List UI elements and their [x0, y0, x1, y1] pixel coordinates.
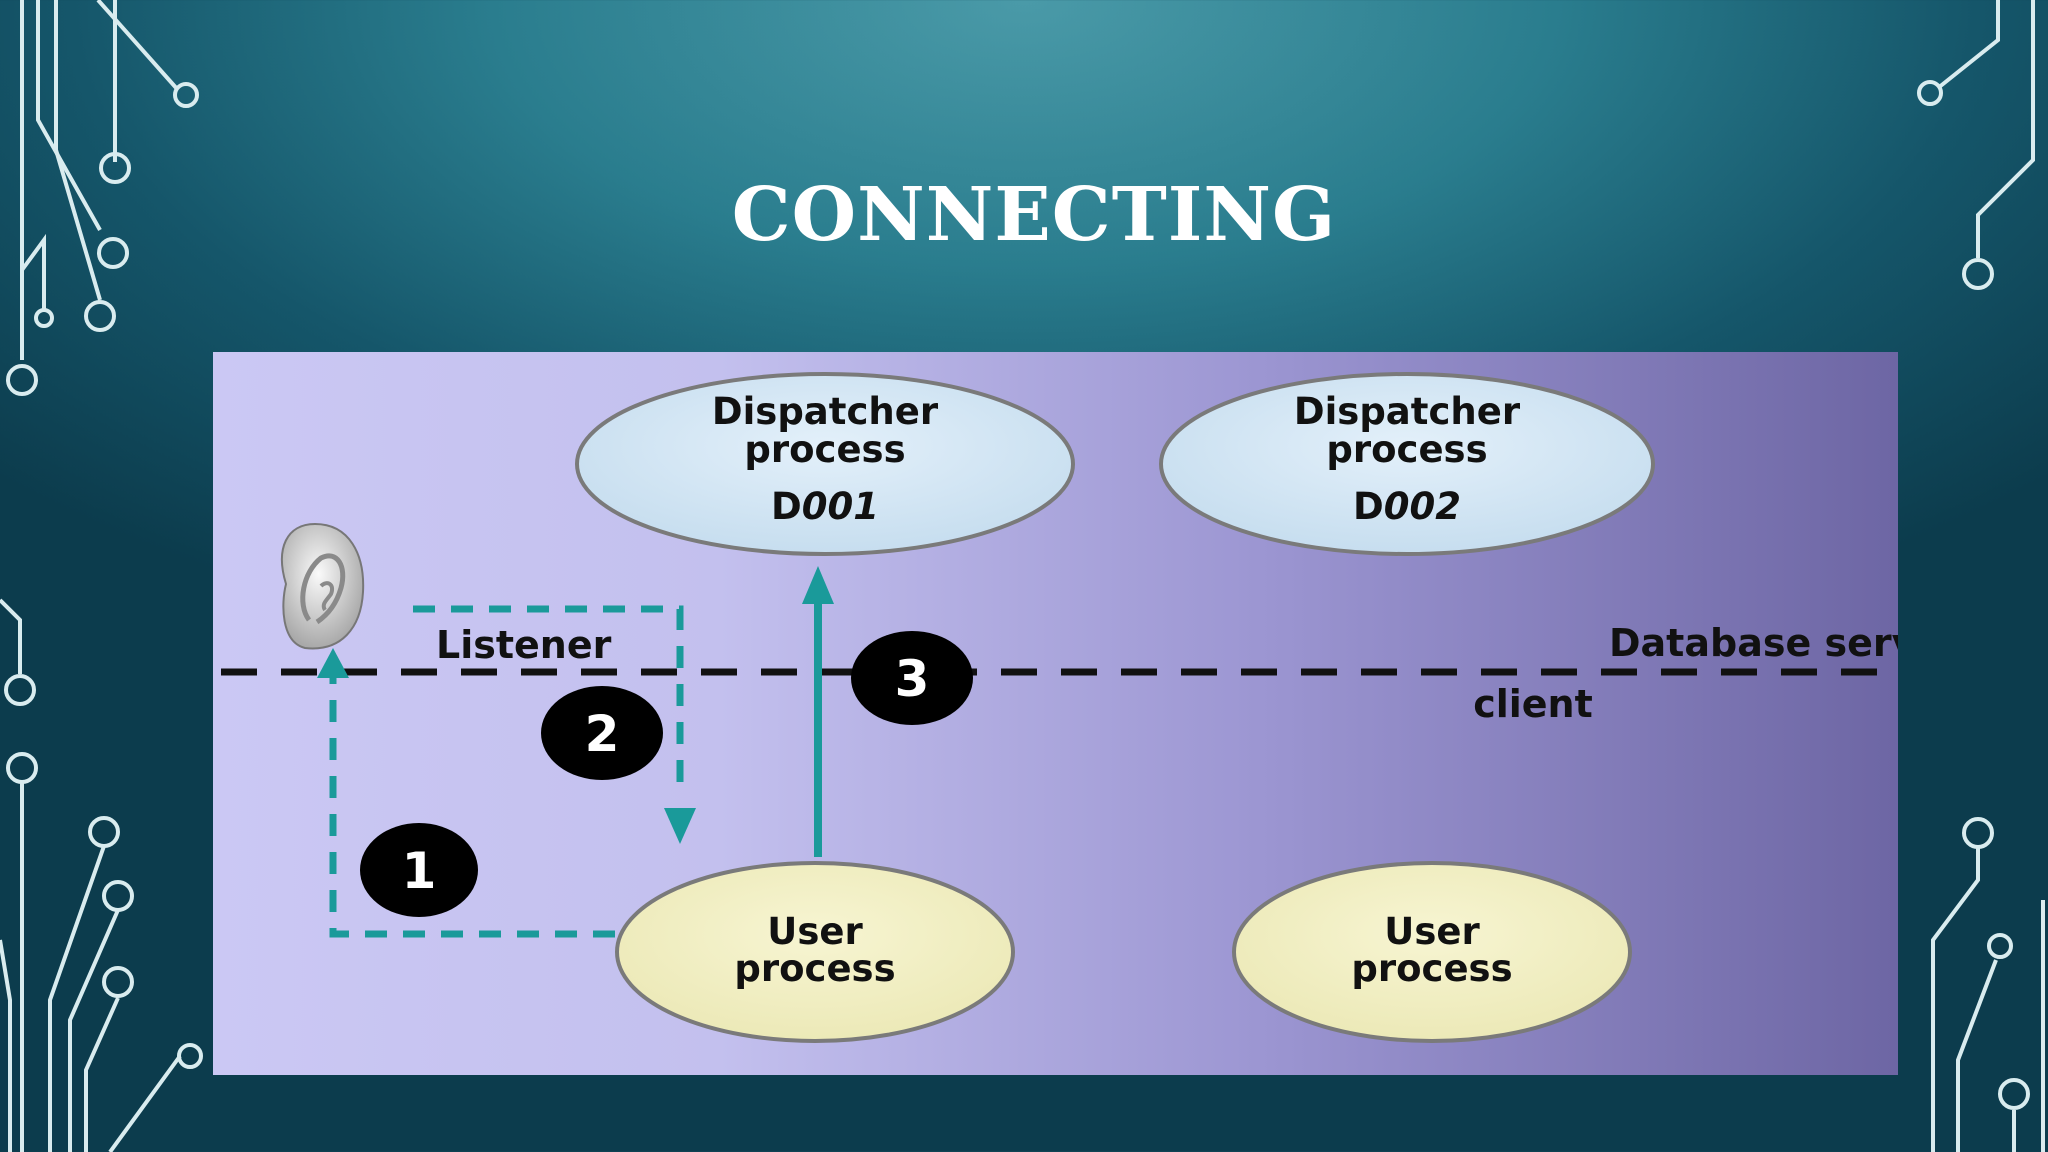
- user-process-2-line2: process: [1351, 947, 1512, 990]
- ear-icon: [281, 522, 365, 650]
- user-process-1-line2: process: [734, 947, 895, 990]
- connection-diagram: Dispatcher process D001 Dispatcher proce…: [221, 372, 1898, 1043]
- dispatcher-2-id-prefix: D: [1353, 485, 1384, 528]
- dispatcher-2-id-num: 002: [1384, 485, 1461, 528]
- dispatcher-2-id: D002: [1353, 485, 1461, 528]
- user-process-2-line1: User: [1384, 910, 1480, 953]
- client-label: client: [1473, 682, 1593, 726]
- step-2-path: [413, 605, 684, 792]
- diagram-panel: Dispatcher process D001 Dispatcher proce…: [213, 352, 1898, 1075]
- dispatcher-1-line1: Dispatcher: [712, 390, 939, 433]
- step-badge-2: 2: [541, 686, 663, 780]
- step-3-arrowhead: [802, 566, 834, 604]
- dispatcher-1-id: D001: [771, 485, 879, 528]
- step-2-arrowhead: [664, 808, 696, 844]
- dispatcher-2-line2: process: [1326, 428, 1487, 471]
- step-badge-1-label: 1: [402, 842, 437, 900]
- dispatcher-2-line1: Dispatcher: [1294, 390, 1521, 433]
- circuit-decoration-right: [1917, 0, 2045, 1152]
- step-1-path: [329, 652, 615, 938]
- user-process-1-line1: User: [767, 910, 863, 953]
- user-process-1: User process: [615, 861, 1015, 1043]
- dispatcher-process-d001: Dispatcher process D001: [575, 372, 1075, 556]
- dispatcher-1-id-num: 001: [802, 485, 879, 528]
- dispatcher-1-id-prefix: D: [771, 485, 802, 528]
- dispatcher-1-line2: process: [744, 428, 905, 471]
- step-badge-2-label: 2: [585, 705, 620, 763]
- step-badge-3-label: 3: [895, 650, 930, 708]
- user-process-2: User process: [1232, 861, 1632, 1043]
- step-1-arrowhead: [317, 648, 349, 678]
- step-badge-1: 1: [360, 823, 478, 917]
- dispatcher-process-d002: Dispatcher process D002: [1159, 372, 1655, 556]
- database-server-label: Database server: [1609, 621, 1898, 665]
- slide-title: CONNECTING: [731, 172, 1337, 258]
- step-badge-3: 3: [851, 631, 973, 725]
- listener-label: Listener: [436, 623, 612, 667]
- circuit-decoration-left: [0, 0, 203, 1152]
